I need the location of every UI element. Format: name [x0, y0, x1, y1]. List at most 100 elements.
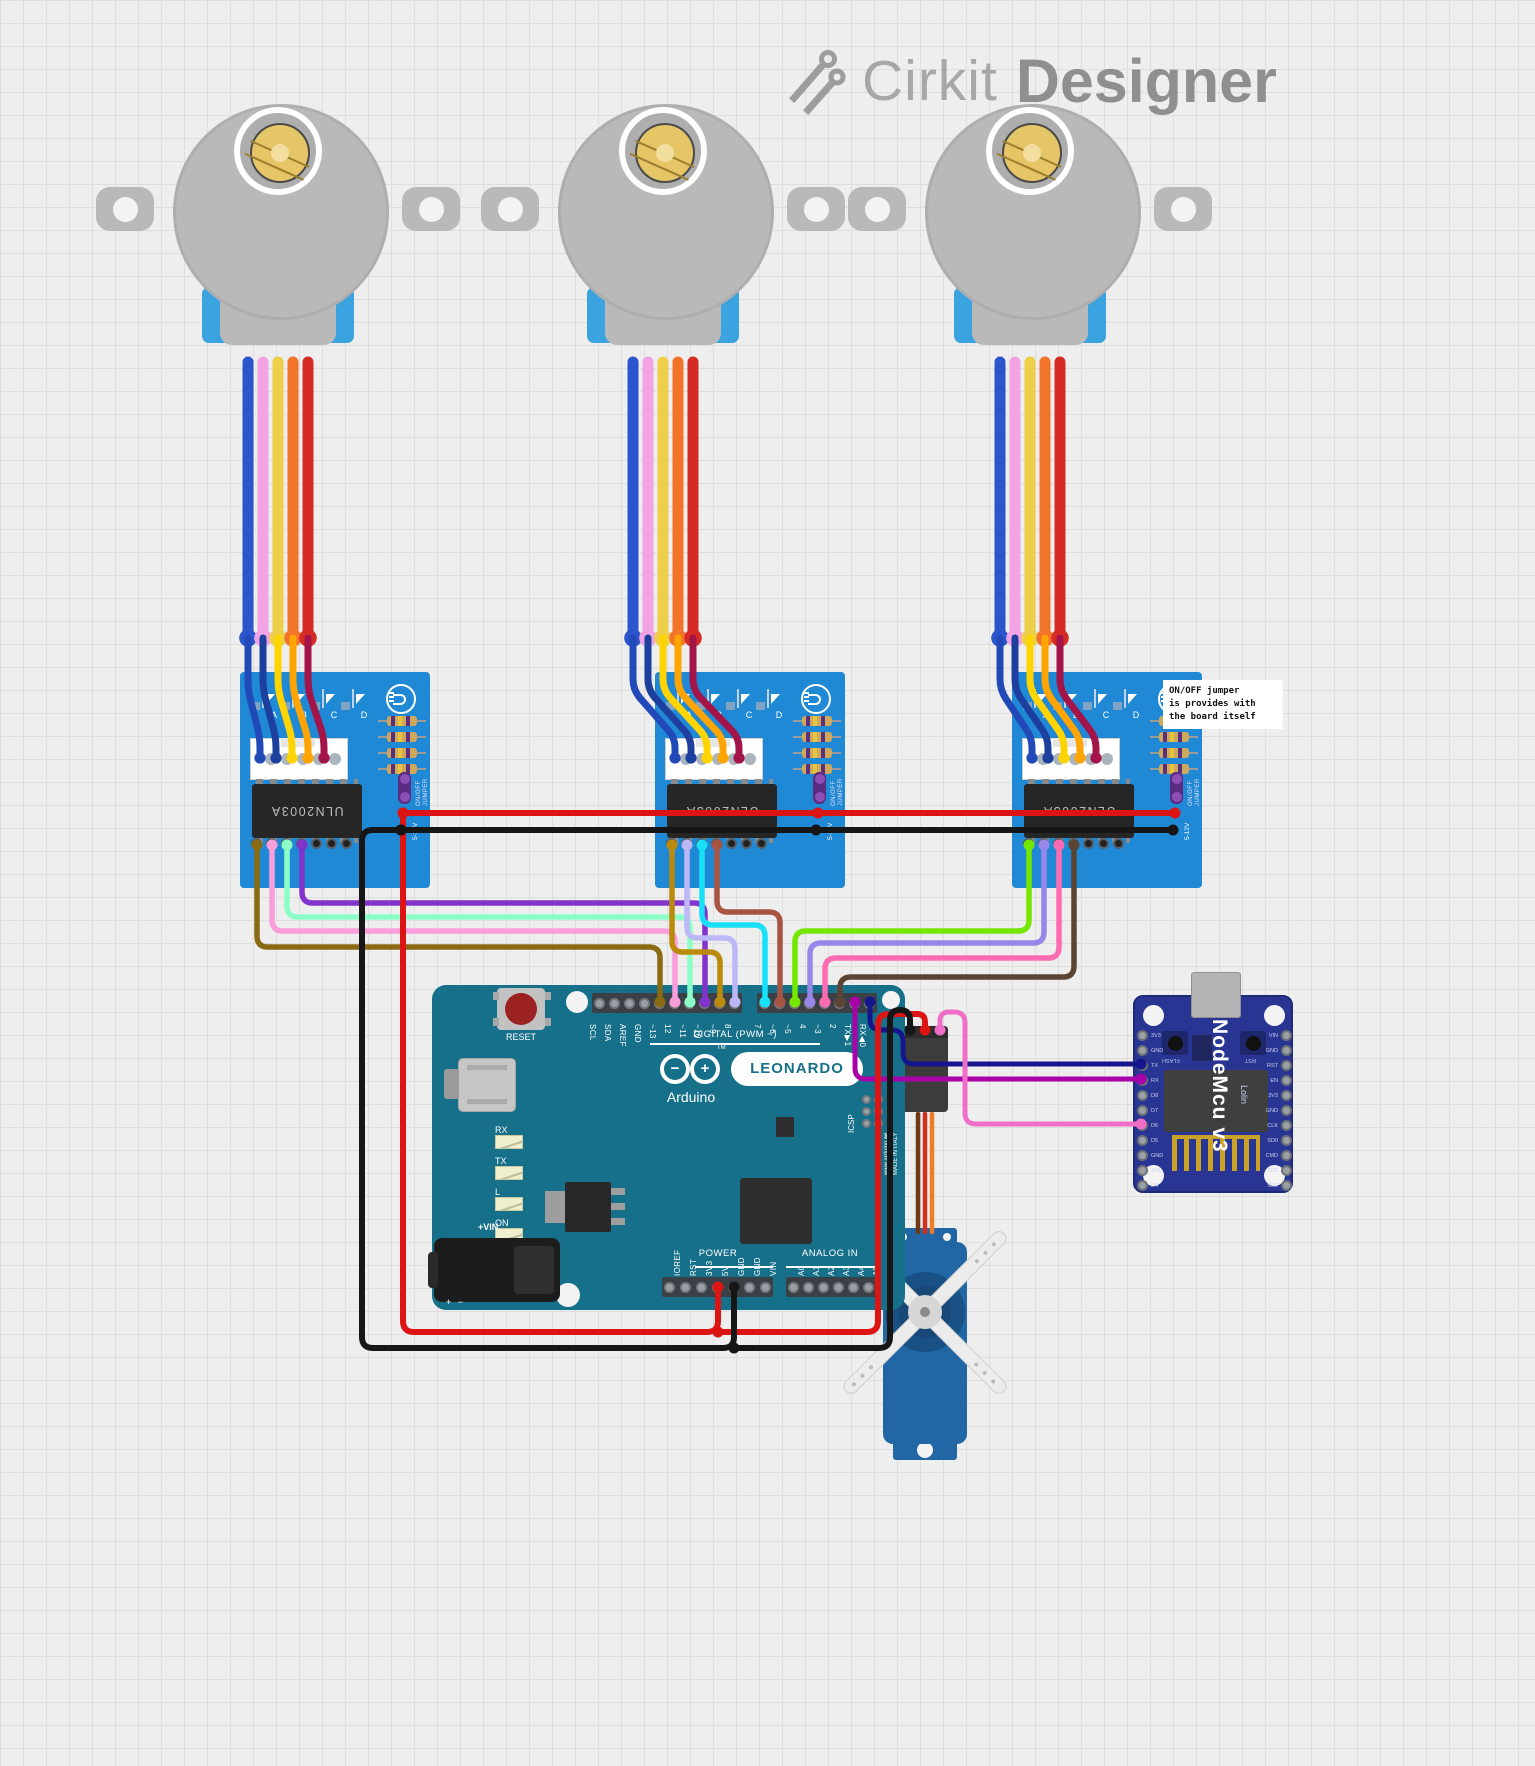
arduino-pin[interactable]: 3V3: [696, 1260, 714, 1293]
pin-hole[interactable]: [266, 838, 277, 849]
pin-hole[interactable]: [712, 1281, 723, 1293]
pin-hole[interactable]: [1281, 1105, 1292, 1116]
nodemcu-pin[interactable]: D7: [1137, 1105, 1163, 1116]
pin-hole[interactable]: [1137, 1060, 1148, 1071]
nodemcu-pin[interactable]: 3V3: [1137, 1030, 1163, 1041]
usb-connector[interactable]: [444, 1058, 516, 1112]
pin-hole[interactable]: [1137, 1105, 1148, 1116]
nodemcu-pin[interactable]: RX: [1137, 1075, 1163, 1086]
pin-hole[interactable]: [726, 838, 737, 849]
arduino-pin[interactable]: ~13: [648, 997, 665, 1038]
pin-hole[interactable]: [251, 838, 262, 849]
arduino-pin[interactable]: A0: [788, 1265, 806, 1293]
nodemcu-pin[interactable]: TX: [1137, 1060, 1163, 1071]
wire-terminal[interactable]: [654, 629, 672, 647]
arduino-pin[interactable]: 4: [798, 997, 815, 1028]
pin-hole[interactable]: [341, 838, 352, 849]
nodemcu-pin[interactable]: VIN: [1254, 1030, 1292, 1041]
arduino-pin[interactable]: VIN: [760, 1261, 778, 1293]
pin-hole[interactable]: [684, 997, 695, 1009]
pin-hole[interactable]: [680, 1281, 691, 1293]
pin-hole[interactable]: [1281, 1135, 1292, 1146]
onoff-jumper[interactable]: [1170, 772, 1183, 804]
motor-input-connector[interactable]: [1022, 738, 1120, 780]
pin-hole[interactable]: [803, 1281, 814, 1293]
arduino-pin[interactable]: 5V: [712, 1265, 730, 1293]
arduino-pin[interactable]: ~9: [708, 997, 725, 1033]
pin-hole[interactable]: [1053, 838, 1064, 849]
wire-terminal[interactable]: [1036, 629, 1054, 647]
arduino-pin[interactable]: A1: [803, 1265, 821, 1293]
nodemcu-pin[interactable]: D6: [1137, 1120, 1163, 1131]
pin-hole[interactable]: [1281, 1090, 1292, 1101]
wire-terminal[interactable]: [299, 629, 317, 647]
signal-header[interactable]: [666, 838, 767, 849]
nodemcu-pin[interactable]: SD0: [1254, 1135, 1292, 1146]
arduino-pin[interactable]: A3: [833, 1265, 851, 1293]
pin-hole[interactable]: [788, 1281, 799, 1293]
arduino-pin[interactable]: A2: [818, 1265, 836, 1293]
pin-hole[interactable]: [849, 997, 860, 1009]
wire-terminal[interactable]: [669, 629, 687, 647]
pin-hole[interactable]: [296, 838, 307, 849]
wire-terminal[interactable]: [712, 1326, 724, 1338]
pin-hole[interactable]: [696, 838, 707, 849]
arduino-pin[interactable]: A4: [848, 1265, 866, 1293]
icsp-header[interactable]: [862, 1095, 883, 1128]
stepper-motor-3[interactable]: [848, 103, 1212, 403]
nodemcu-pin[interactable]: D4: [1137, 1180, 1163, 1191]
wire-terminal[interactable]: [269, 629, 287, 647]
arduino-pin[interactable]: RX◀0: [858, 997, 875, 1047]
nodemcu-pin[interactable]: GND: [1254, 1045, 1292, 1056]
arduino-pin[interactable]: 8: [723, 997, 740, 1028]
pin-hole[interactable]: [1281, 1180, 1292, 1191]
pin-hole[interactable]: [1137, 1165, 1148, 1176]
pin-hole[interactable]: [681, 838, 692, 849]
pin-hole[interactable]: [1281, 1060, 1292, 1071]
pin-hole[interactable]: [714, 997, 725, 1009]
wire-terminal[interactable]: [254, 629, 272, 647]
pin-hole[interactable]: [654, 997, 665, 1009]
pin-hole[interactable]: [666, 838, 677, 849]
pin-hole[interactable]: [863, 1281, 874, 1293]
pin-hole[interactable]: [729, 997, 740, 1009]
pin-hole[interactable]: [669, 997, 680, 1009]
wire-terminal[interactable]: [624, 629, 642, 647]
nodemcu-pin[interactable]: 3V3: [1254, 1090, 1292, 1101]
pin-hole[interactable]: [1098, 838, 1109, 849]
pin-hole[interactable]: [624, 997, 635, 1009]
onoff-jumper[interactable]: [813, 772, 826, 804]
arduino-pin[interactable]: IOREF: [664, 1249, 682, 1293]
pin-hole[interactable]: [711, 838, 722, 849]
wire-terminal[interactable]: [639, 629, 657, 647]
pin-hole[interactable]: [594, 997, 605, 1009]
pin-hole[interactable]: [1281, 1045, 1292, 1056]
pin-hole[interactable]: [864, 997, 875, 1009]
nodemcu-pin[interactable]: EN: [1254, 1075, 1292, 1086]
pin-hole[interactable]: [759, 997, 770, 1009]
stepper-motor-1[interactable]: [96, 103, 460, 403]
wire-servo-signal-d6[interactable]: [937, 1009, 1144, 1127]
motor-input-connector[interactable]: [665, 738, 763, 780]
pin-hole[interactable]: [696, 1281, 707, 1293]
arduino-pin[interactable]: 12: [663, 997, 680, 1033]
power-barrel-jack[interactable]: [428, 1238, 560, 1302]
flash-button[interactable]: [1162, 1031, 1188, 1055]
pin-hole[interactable]: [848, 1281, 859, 1293]
pin-hole[interactable]: [699, 997, 710, 1009]
onoff-jumper[interactable]: [398, 772, 411, 804]
pin-hole[interactable]: [1137, 1180, 1148, 1191]
arduino-pin[interactable]: RST: [680, 1258, 698, 1293]
pin-hole[interactable]: [819, 997, 830, 1009]
pin-hole[interactable]: [1281, 1165, 1292, 1176]
pin-hole[interactable]: [1137, 1150, 1148, 1161]
pin-hole[interactable]: [741, 838, 752, 849]
pin-hole[interactable]: [1068, 838, 1079, 849]
rst-button[interactable]: [1240, 1031, 1266, 1055]
pin-hole[interactable]: [833, 1281, 844, 1293]
annotation-note[interactable]: ON/OFF jumper is provides with the board…: [1163, 680, 1283, 730]
